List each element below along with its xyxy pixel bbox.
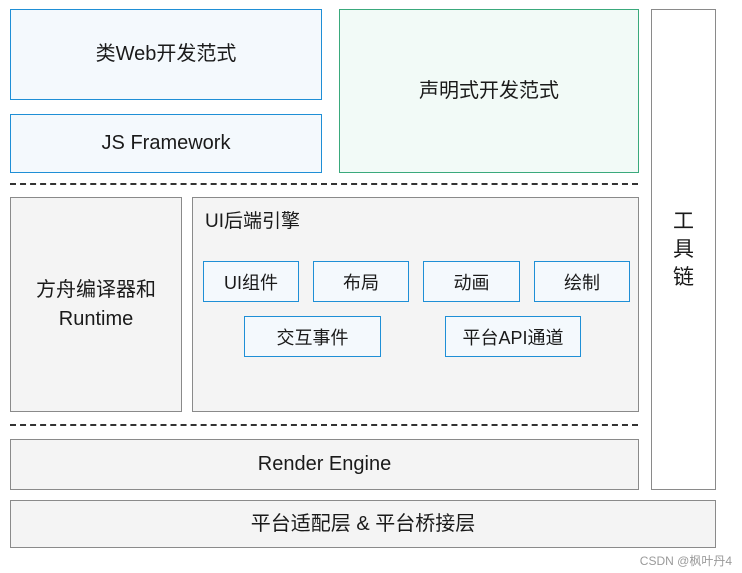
layout-label: 布局	[343, 272, 379, 293]
compiler-runtime-box: 方舟编译器和 Runtime	[10, 197, 182, 412]
layer-separator	[10, 183, 638, 185]
toolchain-char: 链	[673, 265, 694, 289]
js-framework-box: JS Framework	[10, 114, 322, 173]
toolchain-label: 工 具 链	[673, 208, 694, 292]
render-engine-box: Render Engine	[10, 439, 639, 490]
ui-backend-title: UI后端引擎	[205, 211, 301, 232]
drawing-box: 绘制	[534, 261, 630, 302]
animation-box: 动画	[423, 261, 520, 302]
drawing-label: 绘制	[564, 272, 600, 293]
ui-component-label: UI组件	[224, 272, 278, 293]
toolchain-char: 具	[673, 237, 694, 261]
runtime-label: Runtime	[58, 307, 134, 330]
platform-layer-label: 平台适配层 & 平台桥接层	[250, 512, 476, 535]
render-engine-label: Render Engine	[257, 453, 392, 475]
compiler-label: 方舟编译器和	[36, 278, 156, 301]
layer-separator	[10, 424, 638, 426]
platform-api-channel-label: 平台API通道	[462, 327, 564, 348]
interaction-event-label: 交互事件	[276, 327, 349, 348]
watermark: CSDN @枫叶丹4	[639, 554, 732, 568]
animation-label: 动画	[453, 272, 490, 293]
declarative-paradigm-label: 声明式开发范式	[419, 79, 559, 102]
layout-box: 布局	[313, 261, 409, 302]
declarative-paradigm-box: 声明式开发范式	[339, 9, 639, 173]
js-framework-label: JS Framework	[101, 132, 231, 154]
interaction-event-box: 交互事件	[244, 316, 381, 357]
toolchain-char: 工	[673, 209, 694, 233]
platform-layer-box: 平台适配层 & 平台桥接层	[10, 500, 716, 548]
web-paradigm-box: 类Web开发范式	[10, 9, 322, 100]
toolchain-box: 工 具 链	[651, 9, 716, 490]
platform-api-channel-box: 平台API通道	[445, 316, 581, 357]
web-paradigm-label: 类Web开发范式	[95, 43, 237, 65]
ui-backend-engine-box: UI后端引擎	[192, 197, 639, 412]
ui-component-box: UI组件	[203, 261, 299, 302]
